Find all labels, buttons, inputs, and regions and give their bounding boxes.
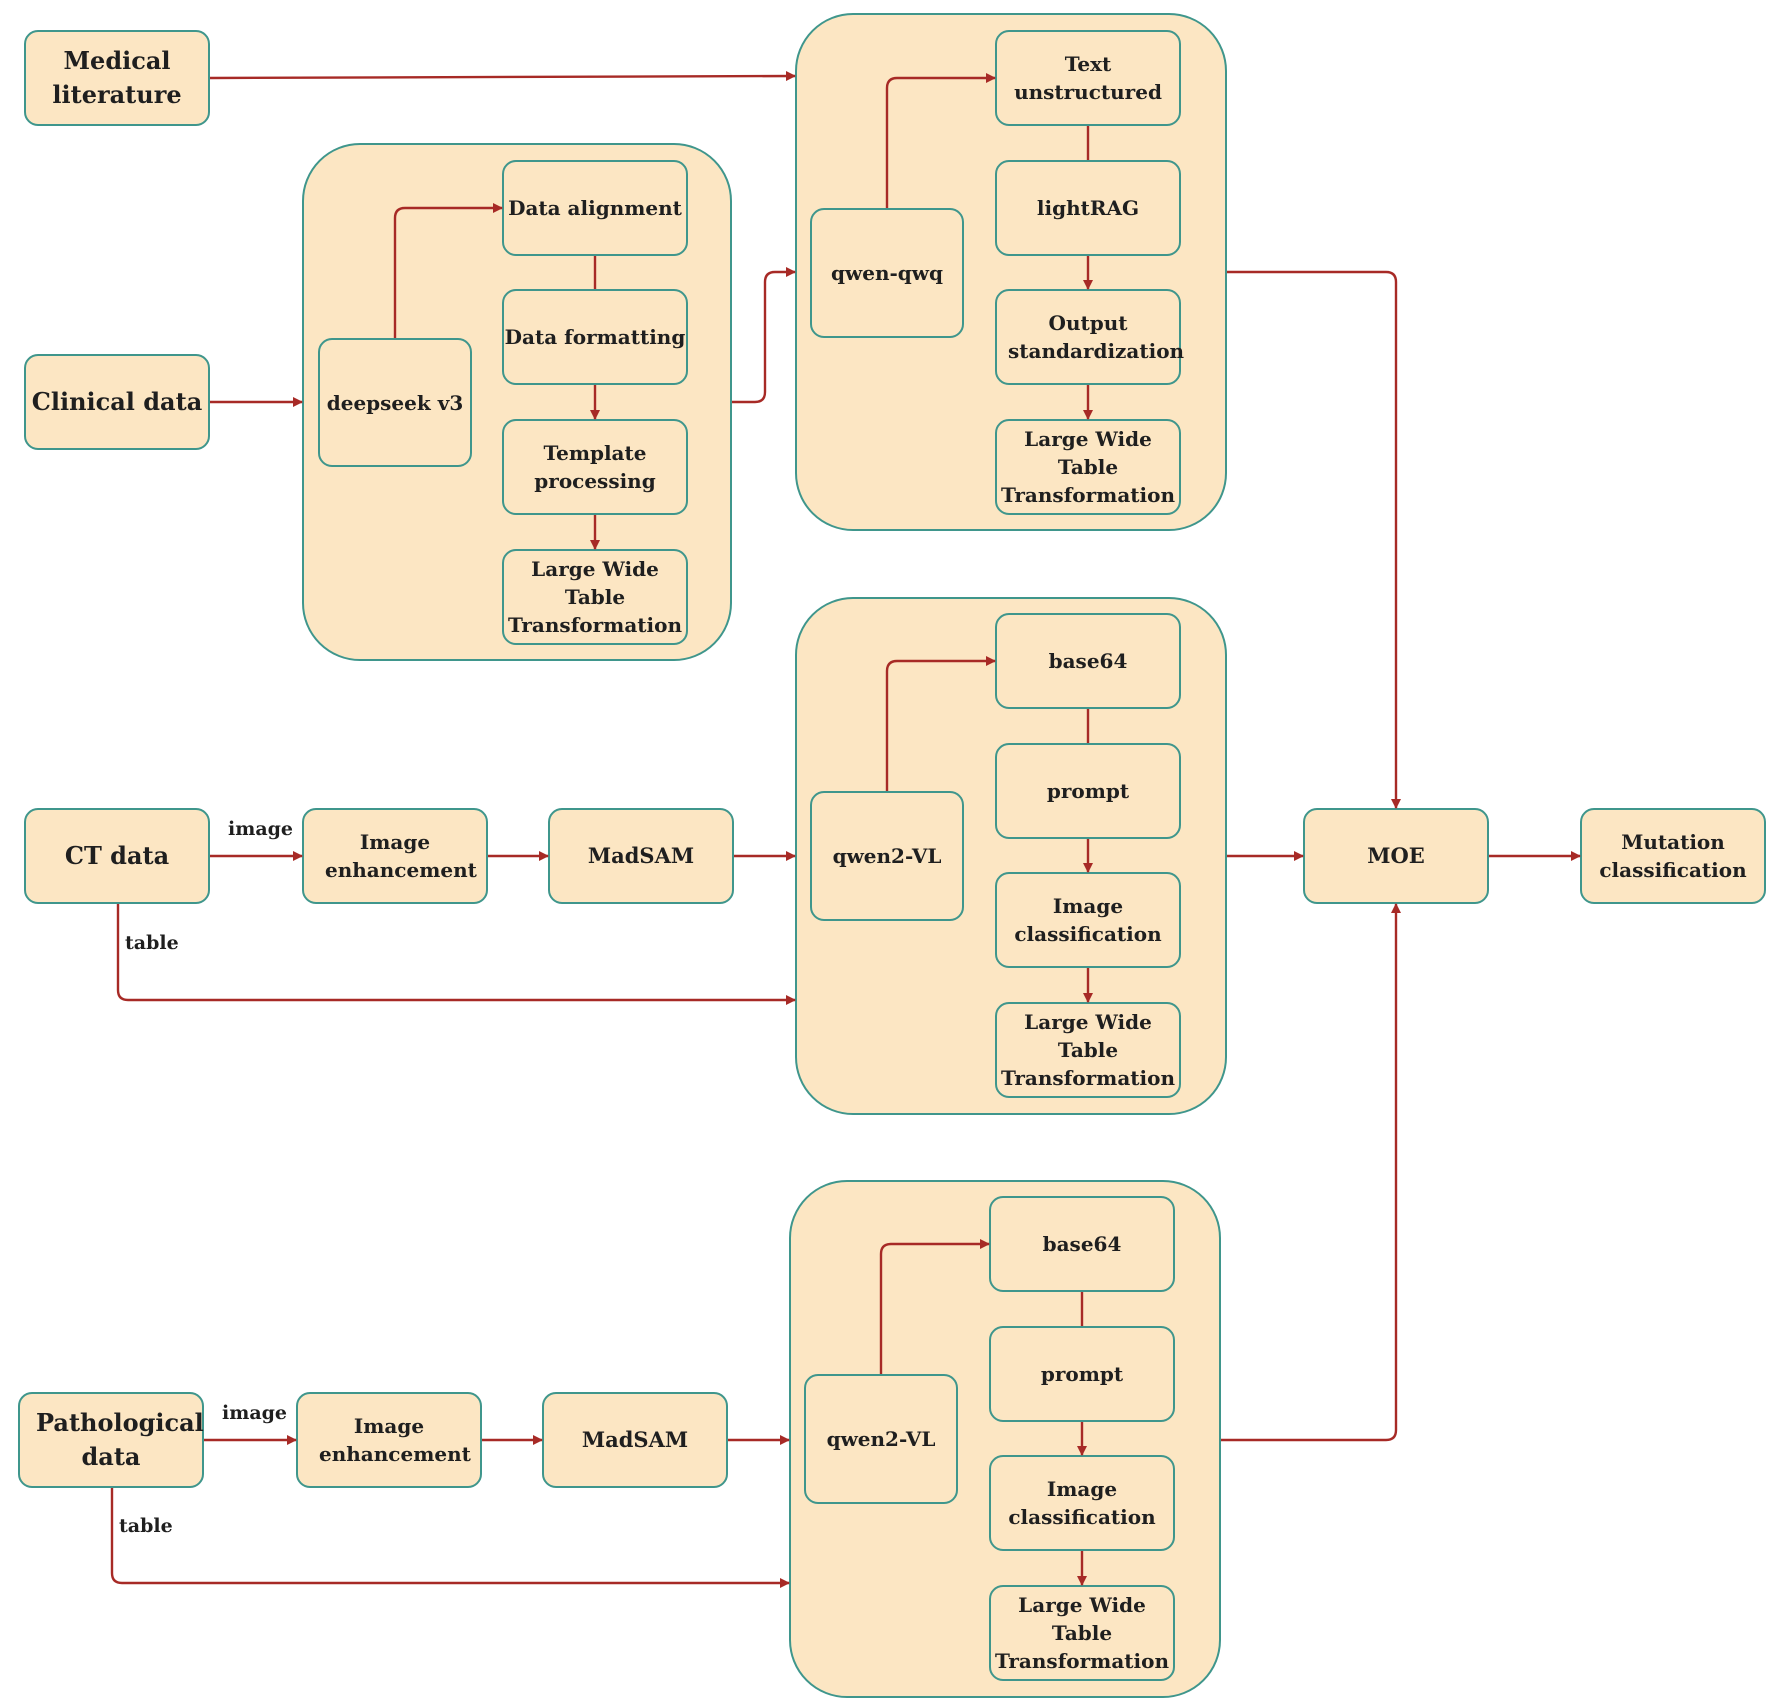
- clinical-wide-table-node: Large Wide Table Transformation: [502, 549, 688, 645]
- qwen-qwq-label: qwen-qwq: [831, 261, 943, 285]
- ct-table-edge-label: table: [125, 932, 179, 954]
- path-qwen2-vl-label: qwen2-VL: [826, 1427, 936, 1451]
- text-group-to-moe-arrow: [1227, 270, 1401, 809]
- template-processing-label: Template processing: [534, 441, 656, 493]
- text-unstructured-label: Text unstructured: [1014, 52, 1162, 104]
- text-wide-table-node: Large Wide Table Transformation: [995, 419, 1181, 515]
- mutation-classification-node: Mutation classification: [1580, 808, 1766, 904]
- deepseek-v3-label: deepseek v3: [326, 390, 464, 415]
- path-qwen-to-base64-arrow: [879, 1239, 990, 1374]
- ct-qwen2-vl-node: qwen2-VL: [810, 791, 964, 921]
- path-image-enhancement-label: Image enhancement: [319, 1414, 471, 1466]
- path-table-arrow: [110, 1488, 790, 1588]
- ct-data-node: CT data: [24, 808, 210, 904]
- path-prompt-node: prompt: [989, 1326, 1175, 1422]
- data-alignment-label: Data alignment: [508, 196, 682, 220]
- qwen-qwq-node: qwen-qwq: [810, 208, 964, 338]
- mutation-classification-label: Mutation classification: [1599, 830, 1747, 882]
- data-alignment-node: Data alignment: [502, 160, 688, 256]
- ct-prompt-node: prompt: [995, 743, 1181, 839]
- path-image-edge-label: image: [222, 1402, 288, 1424]
- deepseek-to-alignment-arrow: [393, 203, 503, 338]
- clinical-wide-table-label: Large Wide Table Transformation: [507, 557, 683, 637]
- path-image-enhancement-node: Image enhancement: [296, 1392, 482, 1488]
- pathological-data-label: Pathological data: [36, 1408, 204, 1471]
- ct-base64-label: base64: [1048, 649, 1128, 673]
- path-qwen2-vl-node: qwen2-VL: [804, 1374, 958, 1504]
- ct-table-arrow: [116, 904, 796, 1005]
- ct-qwen2-vl-label: qwen2-VL: [832, 844, 942, 868]
- medical-literature-node: Medical literature: [24, 30, 210, 126]
- path-wide-table-label: Large Wide Table Transformation: [994, 1593, 1170, 1673]
- path-madsam-node: MadSAM: [542, 1392, 728, 1488]
- output-standardization-node: Output standardization: [995, 289, 1185, 385]
- pathological-data-node: Pathological data: [18, 1392, 204, 1488]
- ct-image-enhancement-node: Image enhancement: [302, 808, 488, 904]
- medical-literature-label: Medical literature: [52, 46, 182, 109]
- path-prompt-label: prompt: [1040, 1362, 1124, 1386]
- literature-to-text-group-arrow: [209, 71, 796, 82]
- text-unstructured-node: Text unstructured: [995, 30, 1181, 126]
- template-processing-node: Template processing: [502, 419, 688, 515]
- output-standardization-label: Output standardization: [1008, 311, 1185, 363]
- ct-wide-table-node: Large Wide Table Transformation: [995, 1002, 1181, 1098]
- deepseek-v3-node: deepseek v3: [318, 338, 472, 467]
- ct-base64-node: base64: [995, 613, 1181, 709]
- data-formatting-node: Data formatting: [502, 289, 688, 385]
- path-image-classification-node: Image classification: [989, 1455, 1175, 1551]
- moe-label: MOE: [1367, 843, 1425, 869]
- path-madsam-label: MadSAM: [581, 1427, 689, 1453]
- ct-image-enhancement-label: Image enhancement: [325, 830, 477, 882]
- path-base64-node: base64: [989, 1196, 1175, 1292]
- ct-qwen-to-base64-arrow: [885, 656, 996, 791]
- clinical-group-to-text-group-arrow: [732, 267, 796, 404]
- path-base64-label: base64: [1042, 1232, 1122, 1256]
- path-image-classification-label: Image classification: [1008, 1477, 1156, 1529]
- text-wide-table-label: Large Wide Table Transformation: [1000, 427, 1176, 507]
- path-group-to-moe-arrow: [1221, 903, 1401, 1442]
- ct-data-label: CT data: [64, 841, 170, 871]
- ct-wide-table-label: Large Wide Table Transformation: [1000, 1010, 1176, 1090]
- ct-image-classification-label: Image classification: [1014, 894, 1162, 946]
- path-table-edge-label: table: [119, 1515, 173, 1537]
- clinical-data-label: Clinical data: [31, 387, 203, 417]
- ct-image-edge-label: image: [228, 818, 294, 840]
- ct-image-classification-node: Image classification: [995, 872, 1181, 968]
- data-formatting-label: Data formatting: [504, 325, 686, 349]
- clinical-data-node: Clinical data: [24, 354, 210, 450]
- lightrag-node: lightRAG: [995, 160, 1181, 256]
- path-wide-table-node: Large Wide Table Transformation: [989, 1585, 1175, 1681]
- ct-madsam-node: MadSAM: [548, 808, 734, 904]
- ct-madsam-label: MadSAM: [587, 843, 695, 869]
- qwq-to-text-unstructured-arrow: [885, 73, 996, 208]
- ct-prompt-label: prompt: [1046, 779, 1130, 803]
- lightrag-label: lightRAG: [1036, 196, 1140, 220]
